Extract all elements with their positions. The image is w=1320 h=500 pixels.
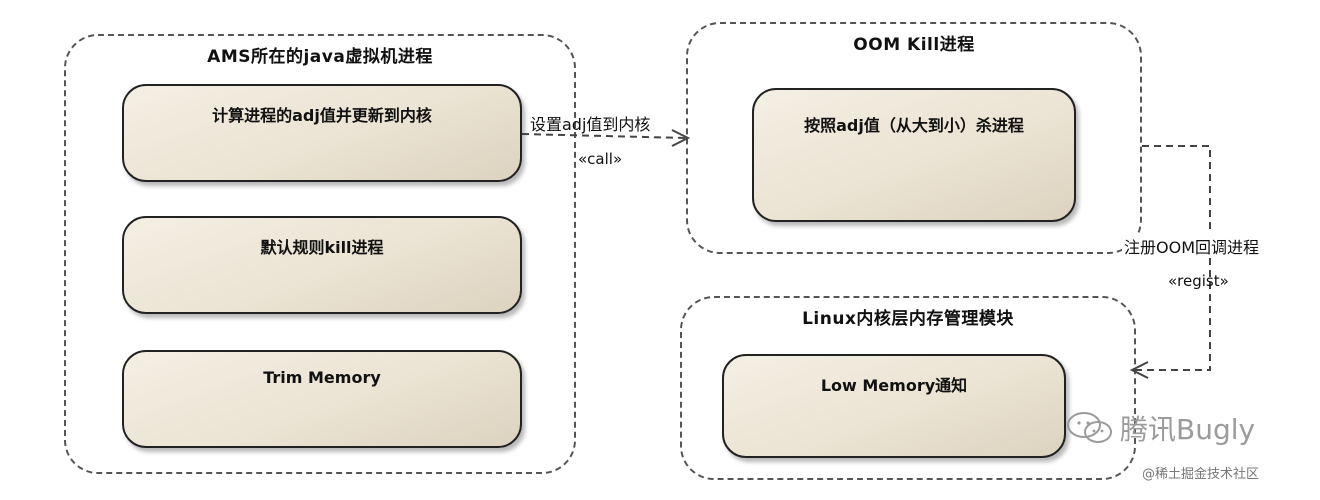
default-kill-label: 默认规则kill进程 — [260, 238, 384, 257]
low-memory-node: Low Memory通知 — [722, 354, 1066, 458]
oom-container-title: OOM Kill进程 — [853, 35, 975, 55]
linux-kernel-memory-container: Linux内核层内存管理模块 — [680, 296, 1136, 480]
compute-adj-label: 计算进程的adj值并更新到内核 — [212, 106, 432, 125]
low-memory-label: Low Memory通知 — [820, 376, 968, 395]
register-arrow-line — [1134, 145, 1211, 371]
register-arrowhead — [1129, 361, 1149, 379]
wechat-bubble-icon — [1067, 412, 1112, 443]
regist-stereotype: «regist» — [1168, 272, 1229, 290]
set-adj-arrowhead — [671, 129, 691, 147]
kill-by-adj-label: 按照adj值（从大到小）杀进程 — [804, 116, 1024, 135]
watermark-site: @稀土掘金技术社区 — [1142, 467, 1260, 482]
call-stereotype: «call» — [578, 150, 623, 168]
set-adj-edge-label: 设置adj值到内核 — [530, 115, 651, 134]
trim-memory-node: Trim Memory — [122, 350, 522, 448]
register-edge-label: 注册OOM回调进程 — [1122, 234, 1261, 258]
watermark-brand: 腾讯Bugly — [1120, 413, 1256, 446]
set-adj-arrow-line — [521, 133, 687, 139]
compute-adj-node: 计算进程的adj值并更新到内核 — [122, 84, 522, 182]
kill-by-adj-node: 按照adj值（从大到小）杀进程 — [752, 88, 1076, 222]
linux-container-title: Linux内核层内存管理模块 — [802, 309, 1014, 329]
trim-memory-label: Trim Memory — [263, 368, 381, 387]
default-kill-node: 默认规则kill进程 — [122, 216, 522, 314]
ams-container-title: AMS所在的java虚拟机进程 — [207, 47, 433, 67]
ams-jvm-process-container: AMS所在的java虚拟机进程 — [64, 34, 576, 474]
